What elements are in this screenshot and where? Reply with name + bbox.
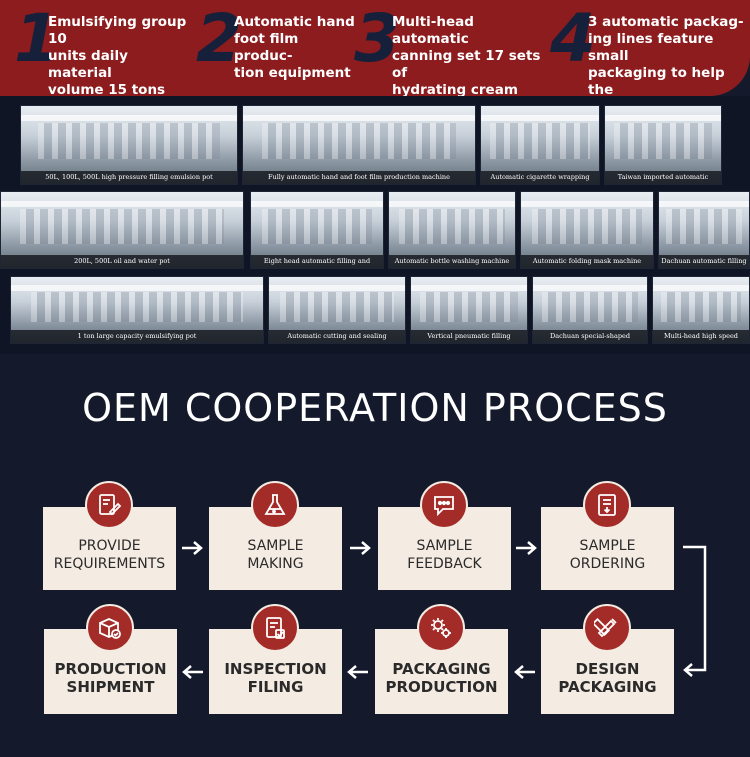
- equipment-photo: Automatic cutting and sealing: [268, 276, 406, 344]
- equipment-photo: 200L, 500L oil and water pot: [0, 191, 244, 269]
- arrow-right-icon: [516, 541, 537, 555]
- order-document-icon: [583, 481, 631, 529]
- feature-number: 2: [196, 0, 242, 77]
- step-label: SAMPLE FEEDBACK: [407, 537, 482, 572]
- box-check-icon: [86, 604, 134, 652]
- step-label: PRODUCTION SHIPMENT: [54, 659, 167, 696]
- arrow-left-icon: [347, 665, 368, 679]
- feature-number: 1: [14, 0, 60, 77]
- equipment-photo: Taiwan imported automatic: [604, 105, 722, 185]
- feature-number: 3: [354, 0, 400, 77]
- equipment-photo: Vertical pneumatic filling: [410, 276, 528, 344]
- step-provide-requirements: PROVIDE REQUIREMENTS: [43, 507, 176, 590]
- connector-arrow-icon: [683, 545, 707, 677]
- equipment-photo: Automatic cigarette wrapping: [480, 105, 600, 185]
- checklist-icon: [251, 604, 299, 652]
- step-production-shipment: PRODUCTION SHIPMENT: [44, 629, 177, 714]
- step-label: PROVIDE REQUIREMENTS: [53, 537, 166, 572]
- page-title: OEM COOPERATION PROCESS: [82, 386, 668, 430]
- pencil-ruler-icon: [583, 604, 631, 652]
- equipment-photo-grid: 50L, 100L, 500L high pressure filling em…: [0, 96, 750, 354]
- feature-text: Emulsifying group 10 units daily materia…: [48, 14, 187, 98]
- equipment-photo: 50L, 100L, 500L high pressure filling em…: [20, 105, 238, 185]
- top-banner: 1 Emulsifying group 10 units daily mater…: [0, 0, 750, 116]
- arrow-right-icon: [182, 541, 203, 555]
- step-label: SAMPLE ORDERING: [569, 537, 646, 572]
- chat-bubble-icon: [420, 481, 468, 529]
- equipment-photo: Automatic folding mask machine: [520, 191, 654, 269]
- arrow-left-icon: [182, 665, 203, 679]
- step-label: PACKAGING PRODUCTION: [385, 659, 498, 696]
- step-label: INSPECTION FILING: [224, 659, 327, 696]
- arrow-left-icon: [514, 665, 535, 679]
- equipment-photo: 1 ton large capacity emulsifying pot: [10, 276, 264, 344]
- step-sample-feedback: SAMPLE FEEDBACK: [378, 507, 511, 590]
- equipment-photo: Eight head automatic filling and: [250, 191, 384, 269]
- step-label: SAMPLE MAKING: [247, 537, 304, 572]
- equipment-photo: Dachuan automatic filling: [658, 191, 750, 269]
- feature-3: 3 Multi-head automatic canning set 17 se…: [354, 0, 554, 116]
- equipment-photo: Multi-head high speed: [652, 276, 750, 344]
- equipment-photo: Fully automatic hand and foot film produ…: [242, 105, 476, 185]
- edit-document-icon: [85, 481, 133, 529]
- feature-number: 4: [550, 0, 596, 77]
- arrow-right-icon: [350, 541, 371, 555]
- feature-4: 4 3 automatic packag- ing lines feature …: [550, 0, 746, 116]
- equipment-photo: Automatic bottle washing machine: [388, 191, 516, 269]
- feature-text: Automatic hand foot film produc- tion eq…: [234, 14, 355, 81]
- feature-1: 1 Emulsifying group 10 units daily mater…: [14, 0, 194, 99]
- step-sample-ordering: SAMPLE ORDERING: [541, 507, 674, 590]
- equipment-photo: Dachuan special-shaped: [532, 276, 648, 344]
- step-packaging-production: PACKAGING PRODUCTION: [375, 629, 508, 714]
- step-label: DESIGN PACKAGING: [558, 659, 657, 696]
- gears-icon: [417, 604, 465, 652]
- flask-icon: [251, 481, 299, 529]
- feature-2: 2 Automatic hand foot film produc- tion …: [196, 0, 356, 96]
